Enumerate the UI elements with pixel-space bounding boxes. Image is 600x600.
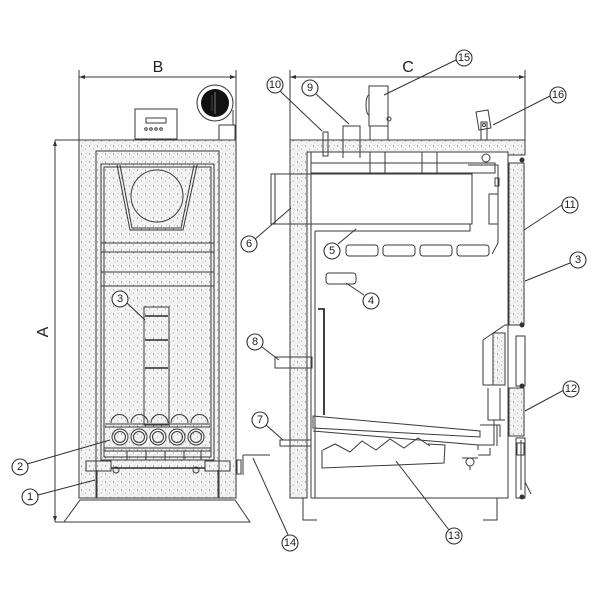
leader-lines [26,59,571,538]
callout-16: 16 [549,86,567,104]
front-view: B A [35,59,270,523]
svg-text:4: 4 [368,295,374,307]
dimension-a-label: A [35,326,52,337]
dimension-c: C [289,59,526,140]
upper-door-insulation [508,162,525,326]
front-insulation-shell [78,139,237,499]
water-tubes [104,428,211,460]
svg-text:6: 6 [246,238,252,250]
svg-text:2: 2 [17,461,23,473]
svg-text:1: 1 [27,491,33,503]
svg-text:11: 11 [564,199,575,211]
svg-text:13: 13 [448,530,460,542]
return-pipe [274,356,313,369]
fan-icon [196,84,236,141]
grate [312,415,501,450]
callout-10: 10 [266,76,284,94]
callout-12: 12 [562,380,580,398]
callout-6: 6 [240,235,258,253]
svg-text:8: 8 [252,336,258,348]
svg-text:12: 12 [565,383,577,395]
svg-text:5: 5 [329,245,335,257]
fan-housing [365,85,392,141]
callout-8: 8 [246,333,264,351]
dimension-c-label: C [402,59,414,76]
air-slots [325,244,490,285]
drain-pipe [279,439,312,447]
svg-text:9: 9 [307,82,313,94]
callout-2: 2 [11,458,29,476]
inspection-slot [325,272,357,285]
callout-9: 9 [301,79,319,97]
thermometer [475,109,492,141]
callout-3-front: 3 [111,290,129,308]
front-plinth [63,499,251,523]
svg-text:16: 16 [552,89,564,101]
side-section: C [270,59,532,521]
lower-door [482,324,532,495]
svg-text:3: 3 [575,254,581,266]
lower-door-insulation [508,387,525,437]
heat-exchanger-arcs [105,414,210,428]
svg-text:10: 10 [269,79,281,91]
callout-1: 1 [21,488,39,506]
callout-7: 7 [251,411,269,429]
svg-text:14: 14 [284,537,296,549]
callout-14: 14 [281,534,299,552]
fuel-shield [318,308,325,415]
ash-tray [321,437,491,470]
callout-11: 11 [561,196,579,214]
callout-3-side: 3 [569,251,587,269]
leg-front [483,498,498,521]
controller-unit [134,108,178,140]
callout-13: 13 [445,527,463,545]
leg-rear [302,498,317,521]
callout-5: 5 [323,242,341,260]
sensor-sleeve [322,131,329,157]
svg-text:15: 15 [458,52,470,64]
svg-text:7: 7 [257,414,263,426]
dimension-b: B [78,59,237,140]
fuel-chute [143,306,170,426]
svg-text:3: 3 [117,293,123,305]
dimension-b-label: B [153,59,164,76]
water-outlet-pipe [342,125,361,158]
callout-4: 4 [362,292,380,310]
callout-15: 15 [455,49,473,67]
baffle-plate [314,224,471,498]
front-frame-bottom [79,470,236,499]
dimension-a: A [35,139,79,523]
flue-outlet [116,164,198,231]
